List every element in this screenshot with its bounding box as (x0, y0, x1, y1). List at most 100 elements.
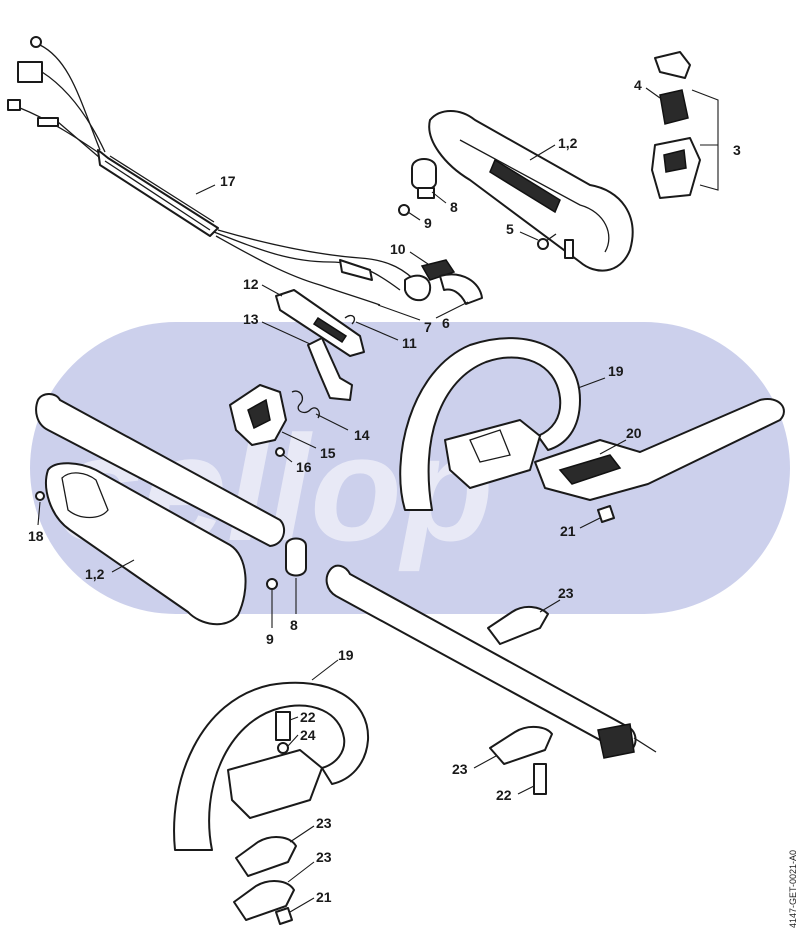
handle-housing-left (45, 462, 247, 626)
leader-21-top (579, 517, 601, 529)
callout-labels: 17 1,2 4 3 8 9 5 10 12 7 6 13 11 19 14 2… (28, 77, 741, 905)
barrier-bar-slot (558, 454, 622, 485)
callout-6: 6 (442, 315, 450, 331)
leader-24 (287, 734, 299, 747)
connector-small (7, 99, 21, 111)
callout-11: 11 (402, 335, 417, 351)
leader-lines (37, 87, 661, 913)
callout-21-top: 21 (560, 523, 576, 539)
callout-1-2-left: 1,2 (85, 566, 105, 582)
wire (57, 121, 101, 159)
callout-3: 3 (733, 142, 741, 158)
clamp-half-23b (489, 726, 553, 765)
clamp-upper (398, 158, 437, 216)
callout-8-lower: 8 (290, 617, 298, 633)
drawing-code: 4147-GET-0021-A0 (788, 850, 798, 928)
callout-22-lower: 22 (300, 709, 316, 725)
loop-handle-lower-saddle (227, 749, 323, 819)
leader-19-lower (311, 659, 339, 681)
callout-16: 16 (296, 459, 312, 475)
handle-grip-slot (489, 158, 561, 214)
bolt-22-right (533, 763, 547, 795)
barrier-bar-bracket (534, 398, 785, 523)
callout-13: 13 (243, 311, 259, 327)
callout-10: 10 (390, 241, 406, 257)
connector-plug (17, 61, 43, 83)
nut-21-lower (275, 907, 293, 925)
loop-handle-upper (399, 337, 581, 511)
leader-17 (195, 184, 216, 195)
loop-handle-lower-bow (173, 681, 370, 851)
callout-18: 18 (28, 528, 44, 544)
leader-22-right (517, 785, 535, 795)
cable-harness (7, 36, 432, 306)
wire (19, 107, 103, 156)
leader-16 (281, 453, 293, 463)
leader-14 (315, 413, 349, 431)
leader-20 (599, 439, 627, 455)
clamp-half-23d (233, 880, 295, 921)
leader-4 (645, 87, 661, 99)
handle-tube-assembly (35, 393, 307, 626)
bolt-22-lower (275, 711, 291, 741)
drive-shaft-stub (633, 737, 657, 753)
drive-tube (325, 564, 657, 759)
wire (217, 229, 421, 286)
screw-head (398, 204, 410, 216)
loop-handle-saddle (444, 419, 541, 489)
cable-end (37, 117, 59, 127)
holder-body (439, 273, 483, 305)
leader-13 (261, 321, 311, 345)
callout-9-lower: 9 (266, 631, 274, 647)
leader-11 (355, 321, 399, 341)
wire (213, 231, 401, 291)
callout-23-d: 23 (316, 849, 332, 865)
callout-14: 14 (354, 427, 370, 443)
interlock-lever (307, 337, 353, 401)
clamp-half-23a (487, 606, 549, 645)
control-housing (229, 384, 320, 457)
screw-9-lower (266, 578, 278, 590)
rear-handle-housing (428, 110, 634, 272)
torsion-spring (291, 390, 320, 419)
leader-1-2-top (529, 144, 556, 161)
callout-9: 9 (424, 215, 432, 231)
callout-17: 17 (220, 173, 236, 189)
callout-23-mid: 23 (452, 761, 468, 777)
leader-22-lower (289, 716, 299, 721)
switch-rocker (659, 89, 689, 125)
callout-7: 7 (424, 319, 432, 335)
handle-boss (564, 239, 574, 259)
callout-8: 8 (450, 199, 458, 215)
leader-23-mid (473, 755, 497, 769)
sleeve-ribs (104, 155, 215, 231)
leader-15 (281, 431, 317, 449)
callout-22-right: 22 (496, 787, 512, 803)
leader-23-top (539, 599, 561, 613)
clamp-half-upper (487, 606, 549, 645)
screw-5-head (537, 238, 549, 250)
lever-housing-slot (247, 398, 271, 430)
trigger-insert (312, 316, 348, 344)
leader-10 (409, 251, 429, 265)
callout-19-lower: 19 (338, 647, 354, 663)
clamp-ring (411, 158, 437, 191)
holder-top (420, 259, 456, 281)
wire (215, 235, 381, 306)
switch-housing-opening (663, 149, 687, 173)
clamp-half-23c (235, 836, 297, 877)
screw-5 (537, 233, 557, 250)
callout-12: 12 (243, 276, 259, 292)
leader-1-2-left (111, 559, 135, 573)
cable-clip (339, 259, 373, 281)
wire (39, 44, 101, 151)
clamp-8-lower (285, 537, 307, 577)
screw-18 (35, 491, 45, 501)
callout-4: 4 (634, 77, 642, 93)
callout-23-top: 23 (558, 585, 574, 601)
callout-5: 5 (506, 221, 514, 237)
screw-5-shank (545, 233, 557, 242)
callout-21-lower: 21 (316, 889, 332, 905)
